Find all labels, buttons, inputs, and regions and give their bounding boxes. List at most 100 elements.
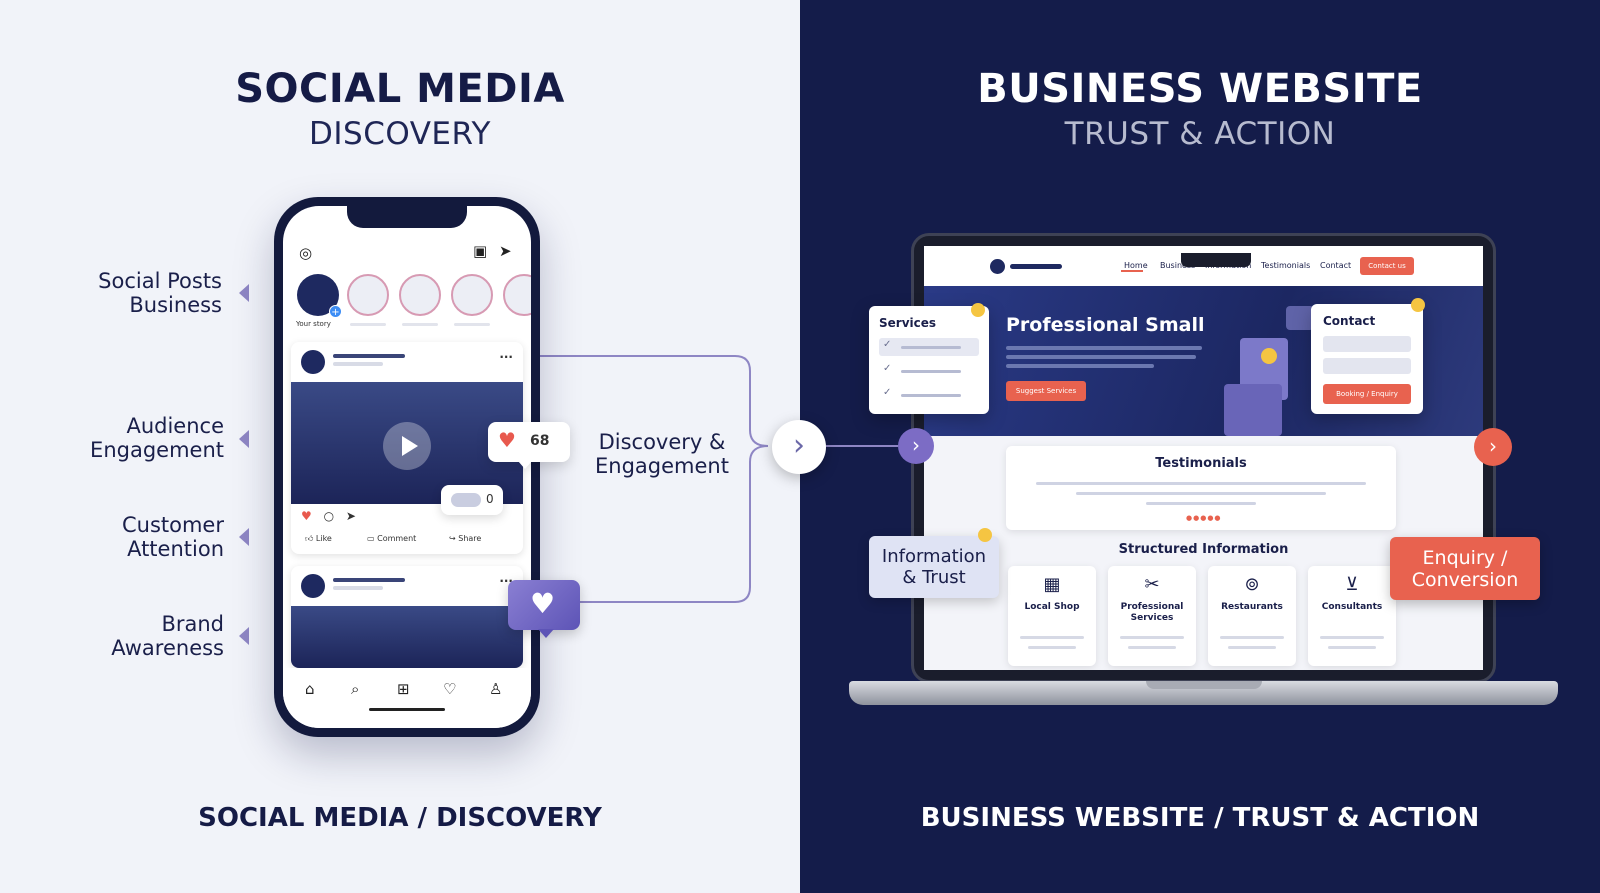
like-button[interactable]: 👍︎ Like: [305, 534, 332, 543]
nav-home[interactable]: Home: [1124, 261, 1148, 270]
arrow-left-icon: [239, 430, 249, 448]
information-trust-badge: Information & Trust: [869, 536, 999, 598]
card-text-placeholder: [1128, 646, 1176, 649]
home-indicator: [369, 708, 445, 711]
activity-icon[interactable]: ▣: [473, 242, 488, 260]
laptop-groove: [1146, 681, 1262, 689]
search-icon[interactable]: ⌕: [351, 680, 360, 698]
enquiry-conversion-badge: Enquiry / Conversion: [1390, 537, 1540, 600]
utensils-icon: ⊚: [1244, 574, 1260, 595]
send-icon[interactable]: ➤: [499, 242, 512, 260]
feed-post: ···: [291, 566, 523, 668]
carousel-dots[interactable]: ●●●●●: [1186, 514, 1222, 522]
avatar: [301, 574, 325, 598]
comment-icon[interactable]: ○: [323, 509, 335, 523]
service-text-placeholder: [901, 394, 961, 397]
structured-info-title: Structured Information: [1118, 542, 1289, 557]
post-image[interactable]: [291, 606, 523, 668]
suggest-services-button[interactable]: Suggest Services: [1006, 381, 1086, 401]
tools-icon: ✂: [1144, 574, 1160, 595]
reaction-bubble: ♥: [508, 580, 580, 638]
category-professional-services[interactable]: ✂ Professional Services: [1108, 566, 1196, 666]
more-options-icon[interactable]: ···: [499, 350, 513, 364]
hero-illustration: [1224, 384, 1282, 436]
sun-icon: [1261, 348, 1277, 364]
testimonial-text-placeholder: [1076, 492, 1326, 495]
nav-business[interactable]: Business: [1160, 261, 1196, 270]
chevron-right-icon: ›: [1474, 428, 1512, 466]
category-restaurants[interactable]: ⊚ Restaurants: [1208, 566, 1296, 666]
post-action-icons: ♥ ○ ➤: [301, 509, 356, 523]
contact-title: Contact: [1323, 314, 1376, 328]
service-item[interactable]: ✓: [879, 386, 979, 404]
heart-icon[interactable]: ♡: [443, 680, 457, 698]
card-text-placeholder: [1220, 636, 1284, 639]
story-name-placeholder: [402, 323, 438, 326]
service-item[interactable]: ✓: [879, 338, 979, 356]
feed-post: ··· ♥ ○ ➤ 👍︎ Like ▭ Comment ↪ Share: [291, 342, 523, 554]
label-customer-attention: Customer Attention: [121, 513, 224, 561]
share-button[interactable]: ↪ Share: [449, 534, 482, 543]
label-social-posts: Social Posts Business: [98, 269, 222, 317]
story-avatar[interactable]: [399, 274, 441, 316]
like-count: 68: [530, 433, 550, 449]
story-avatar[interactable]: [451, 274, 493, 316]
right-caption: BUSINESS WEBSITE / TRUST & ACTION: [920, 803, 1480, 833]
nav-contact[interactable]: Contact: [1320, 261, 1352, 270]
smartphone: ◎ ▣ ➤ + Your story ··· ♥ ○ ➤ 👍︎ Lik: [274, 197, 540, 737]
highlight-dot: [978, 528, 992, 542]
service-item[interactable]: ✓: [879, 362, 979, 380]
active-nav-underline: [1121, 270, 1143, 272]
profile-icon[interactable]: ♙: [489, 680, 503, 698]
testimonial-text-placeholder: [1036, 482, 1366, 485]
contact-us-button[interactable]: Contact us: [1360, 257, 1414, 275]
camera-icon[interactable]: ◎: [299, 244, 313, 262]
story-name-placeholder: [454, 323, 490, 326]
left-caption: SOCIAL MEDIA / DISCOVERY: [198, 803, 602, 833]
site-logo-text: [1010, 264, 1062, 269]
arrow-left-icon: [239, 528, 249, 546]
comment-button[interactable]: ▭ Comment: [367, 534, 417, 543]
booking-enquiry-button[interactable]: Booking / Enquiry: [1323, 384, 1411, 404]
chevron-right-icon: ›: [772, 420, 826, 474]
play-icon[interactable]: [383, 422, 431, 470]
phone-bottom-nav: ⌂ ⌕ ⊞ ♡ ♙: [283, 668, 531, 728]
site-logo[interactable]: [990, 259, 1005, 274]
cart-icon: ⊻: [1345, 574, 1359, 595]
add-post-icon[interactable]: ⊞: [397, 680, 410, 698]
arrow-left-icon: [239, 627, 249, 645]
right-title: BUSINESS WEBSITE: [977, 66, 1423, 112]
services-card: Services ✓ ✓ ✓: [869, 306, 989, 414]
discovery-engagement-label: Discovery & Engagement: [595, 430, 729, 478]
chevron-right-icon: ›: [898, 428, 934, 464]
testimonial-text-placeholder: [1146, 502, 1256, 505]
phone-notch: [347, 206, 467, 228]
post-author-placeholder: [333, 578, 405, 582]
send-icon[interactable]: ➤: [345, 509, 356, 523]
category-local-shop[interactable]: ▦ Local Shop: [1008, 566, 1096, 666]
post-video[interactable]: [291, 382, 523, 504]
card-text-placeholder: [1328, 646, 1376, 649]
check-icon: ✓: [883, 363, 892, 374]
services-title: Services: [879, 316, 937, 330]
category-consultants[interactable]: ⊻ Consultants: [1308, 566, 1396, 666]
contact-email-field[interactable]: [1323, 358, 1411, 374]
like-notification: ♥ 68: [488, 422, 570, 469]
story-avatar[interactable]: [503, 274, 531, 316]
left-title: SOCIAL MEDIA: [235, 66, 565, 112]
post-meta-placeholder: [333, 586, 383, 590]
contact-name-field[interactable]: [1323, 336, 1411, 352]
heart-icon[interactable]: ♥: [301, 509, 312, 523]
story-avatar[interactable]: [347, 274, 389, 316]
avatar[interactable]: +: [297, 274, 342, 318]
post-author-placeholder: [333, 354, 405, 358]
home-icon[interactable]: ⌂: [305, 680, 315, 698]
hero-text-placeholder: [1006, 364, 1154, 368]
card-text-placeholder: [1028, 646, 1076, 649]
nav-testimonials[interactable]: Testimonials: [1261, 261, 1311, 270]
add-story-icon[interactable]: +: [329, 305, 342, 318]
highlight-dot: [1411, 298, 1425, 312]
hero-title: Professional Small: [1006, 314, 1205, 336]
comment-icon: [451, 493, 481, 507]
hero-text-placeholder: [1006, 346, 1202, 350]
